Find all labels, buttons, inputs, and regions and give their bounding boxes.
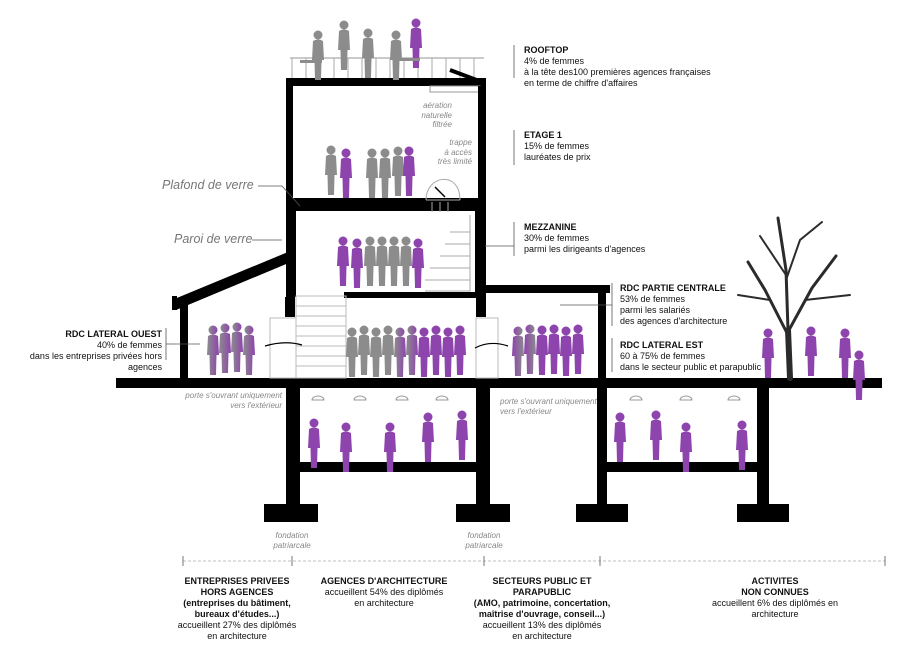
outside-people	[762, 326, 865, 400]
mezzanine-people	[337, 236, 424, 288]
trappe-arrow	[434, 186, 446, 198]
rooftop-structure	[286, 57, 486, 93]
rooftop-people	[300, 18, 422, 80]
label-plafond-de-verre: Plafond de verre	[162, 178, 254, 192]
label-paroi-de-verre: Paroi de verre	[174, 232, 253, 246]
door-arrows	[264, 342, 509, 349]
ground-frame	[116, 252, 882, 388]
ceiling-lamps	[311, 395, 741, 401]
category-agences-architecture: AGENCES D'ARCHITECTURE accueillent 54% d…	[320, 576, 448, 608]
etage1-people	[325, 145, 415, 198]
mezzanine-stair	[425, 215, 471, 292]
tree-icon	[737, 216, 851, 381]
rdc-est-people	[512, 324, 584, 376]
rdc-ouest-people	[207, 322, 255, 375]
pointer-lines	[165, 45, 613, 372]
rdc-central-people	[346, 325, 466, 377]
section-ticks	[182, 556, 886, 566]
upper-walls	[286, 86, 486, 298]
spiral-stair-upper	[425, 178, 461, 212]
